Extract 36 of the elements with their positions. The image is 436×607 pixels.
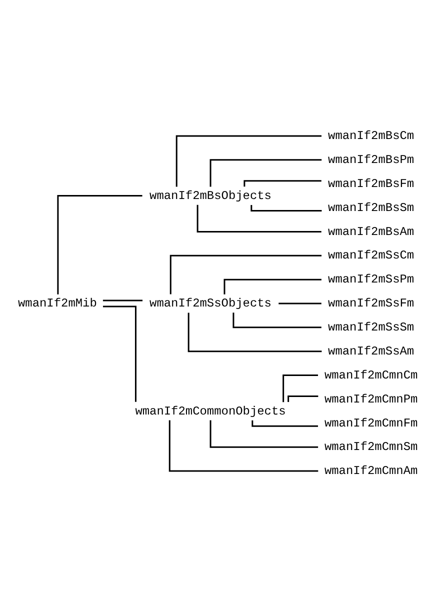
node-text: wmanIf2mBsSm (328, 200, 414, 215)
node-text: wmanIf2mCmnSm (324, 440, 418, 454)
node-text: wmanIf2mBsObjects (150, 188, 272, 203)
node-text: wmanIf2mMib (18, 296, 97, 311)
connector (278, 302, 322, 304)
node-text: wmanIf2mCmnFm (324, 416, 418, 430)
node-text: wmanIf2mSsObjects (150, 296, 272, 311)
connector (210, 159, 322, 187)
node-text: wmanIf2mCommonObjects (135, 404, 286, 418)
connector (288, 396, 318, 402)
node-text: wmanIf2mCmnAm (324, 464, 418, 478)
node-text: wmanIf2mBsCm (328, 129, 414, 144)
node-text: wmanIf2mBsFm (328, 176, 414, 191)
node-text: wmanIf2mBsPm (328, 152, 414, 167)
node-text: wmanIf2mCmnCm (324, 368, 418, 382)
node-text: wmanIf2mSsSm (328, 320, 414, 335)
node-text: wmanIf2mSsCm (328, 248, 414, 263)
node-text: wmanIf2mSsPm (328, 272, 414, 287)
connector (170, 254, 322, 294)
connector (196, 204, 322, 232)
connector (210, 420, 318, 448)
node-text: wmanIf2mSsFm (328, 296, 414, 311)
connector (57, 195, 142, 294)
node-text: wmanIf2mBsAm (328, 224, 414, 239)
connector (102, 300, 142, 302)
connector (168, 420, 318, 472)
connector (250, 205, 322, 212)
node-text: wmanIf2mCmnPm (324, 392, 418, 406)
connector (282, 374, 318, 402)
connector (188, 312, 322, 352)
connector (244, 180, 322, 187)
connector (176, 135, 322, 187)
node-text: wmanIf2mSsAm (328, 344, 414, 358)
connector (232, 312, 322, 328)
connector (224, 278, 322, 294)
connector (102, 306, 136, 402)
